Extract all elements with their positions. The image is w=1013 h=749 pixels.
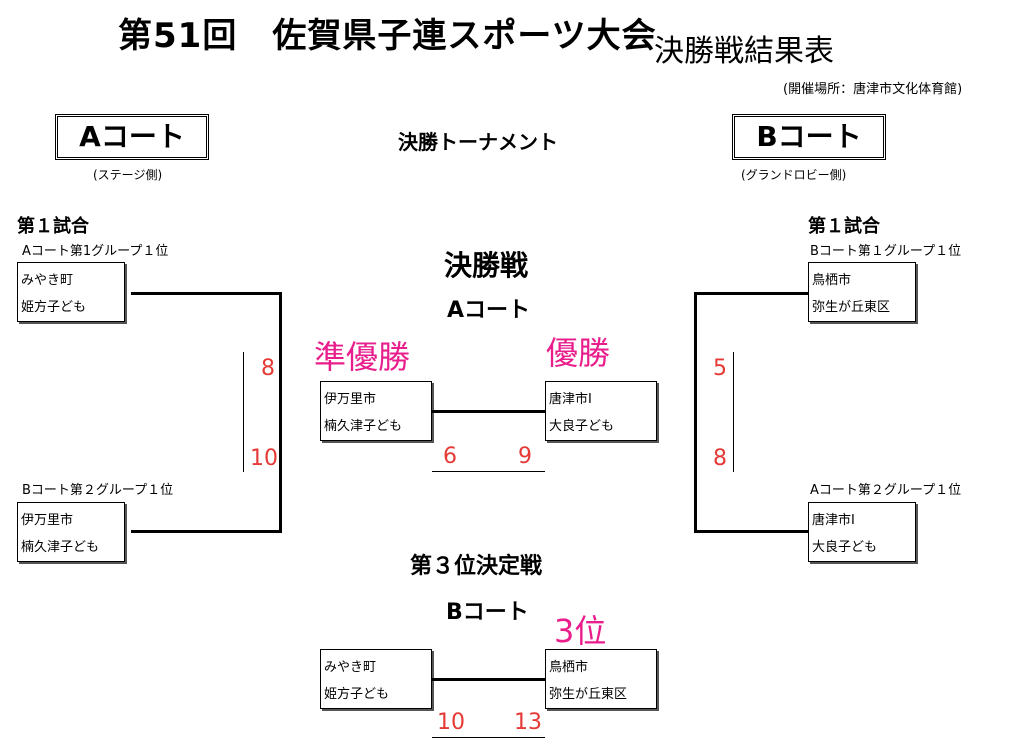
court-b-sub: (グランドロビー側) — [741, 168, 847, 182]
final-title: 決勝戦 — [444, 249, 529, 282]
final-winner-label: 優勝 — [546, 334, 611, 372]
left-match-label: 第１試合 — [17, 216, 89, 237]
court-a-sub: (ステージ側) — [93, 168, 163, 182]
team-name: 楠久津子ども — [21, 540, 100, 555]
page-subtitle: 決勝戦結果表 — [654, 34, 834, 69]
team-city: 鳥栖市 — [549, 660, 589, 675]
right-bracket-vertical — [694, 292, 697, 532]
team-city: 伊万里市 — [21, 513, 74, 528]
third-right-team-card: 鳥栖市 弥生が丘東区 — [545, 649, 657, 709]
final-right-score: 9 — [518, 444, 532, 469]
third-connector — [432, 678, 545, 681]
court-b-box: Bコート — [732, 114, 886, 160]
third-left-team-card: みやき町 姫方子ども — [320, 649, 432, 709]
right-top-group: Bコート第１グループ１位 — [810, 244, 962, 259]
final-left-score: 6 — [443, 444, 457, 469]
final-runner-up-label: 準優勝 — [314, 338, 411, 376]
right-score-divider — [733, 352, 734, 472]
right-score-top: 5 — [713, 356, 727, 381]
right-bracket-bottom — [694, 530, 809, 533]
team-name: 弥生が丘東区 — [812, 300, 891, 315]
left-score-divider — [243, 352, 244, 472]
team-name: 姫方子ども — [21, 300, 87, 315]
third-left-score: 10 — [437, 710, 465, 735]
third-title: 第３位決定戦 — [410, 554, 543, 579]
team-name: 姫方子ども — [324, 687, 390, 702]
team-name: 楠久津子ども — [324, 419, 403, 434]
left-bracket-top — [131, 292, 281, 295]
right-top-team-card: 鳥栖市 弥生が丘東区 — [808, 262, 916, 322]
team-city: 伊万里市 — [324, 392, 377, 407]
right-bottom-group: Aコート第２グループ１位 — [810, 483, 962, 498]
left-top-team-card: みやき町 姫方子ども — [17, 262, 125, 322]
final-score-underline — [432, 471, 545, 472]
page-title: 第51回 佐賀県子連スポーツ大会 — [118, 16, 657, 56]
team-name: 弥生が丘東区 — [549, 687, 628, 702]
team-city: 唐津市Ⅰ — [549, 392, 592, 407]
team-city: 鳥栖市 — [812, 273, 852, 288]
right-score-bottom: 8 — [713, 446, 727, 471]
right-bottom-team-card: 唐津市Ⅰ 大良子ども — [808, 502, 916, 562]
third-right-score: 13 — [514, 710, 542, 735]
third-place-label: 3位 — [554, 612, 607, 650]
court-a-box: Aコート — [55, 114, 209, 160]
team-city: みやき町 — [324, 660, 377, 675]
final-right-team-card: 唐津市Ⅰ 大良子ども — [545, 381, 657, 441]
right-match-label: 第１試合 — [808, 216, 880, 237]
final-court: Aコート — [447, 298, 531, 323]
third-court: Bコート — [446, 600, 529, 625]
final-left-team-card: 伊万里市 楠久津子ども — [320, 381, 432, 441]
final-connector — [432, 410, 545, 413]
team-name: 大良子ども — [812, 540, 878, 555]
left-top-group: Aコート第1グループ１位 — [22, 244, 169, 259]
third-score-underline — [432, 737, 545, 738]
venue-note: (開催場所：唐津市文化体育館) — [783, 82, 963, 97]
team-city: 唐津市Ⅰ — [812, 513, 855, 528]
left-bottom-group: Bコート第２グループ１位 — [22, 483, 174, 498]
left-bracket-vertical — [279, 292, 282, 532]
left-bracket-bottom — [131, 530, 282, 533]
team-city: みやき町 — [21, 273, 74, 288]
right-bracket-top — [694, 292, 809, 295]
team-name: 大良子ども — [549, 419, 615, 434]
left-score-top: 8 — [261, 356, 275, 381]
left-score-bottom: 10 — [250, 446, 278, 471]
tournament-title: 決勝トーナメント — [398, 130, 558, 154]
left-bottom-team-card: 伊万里市 楠久津子ども — [17, 502, 125, 562]
